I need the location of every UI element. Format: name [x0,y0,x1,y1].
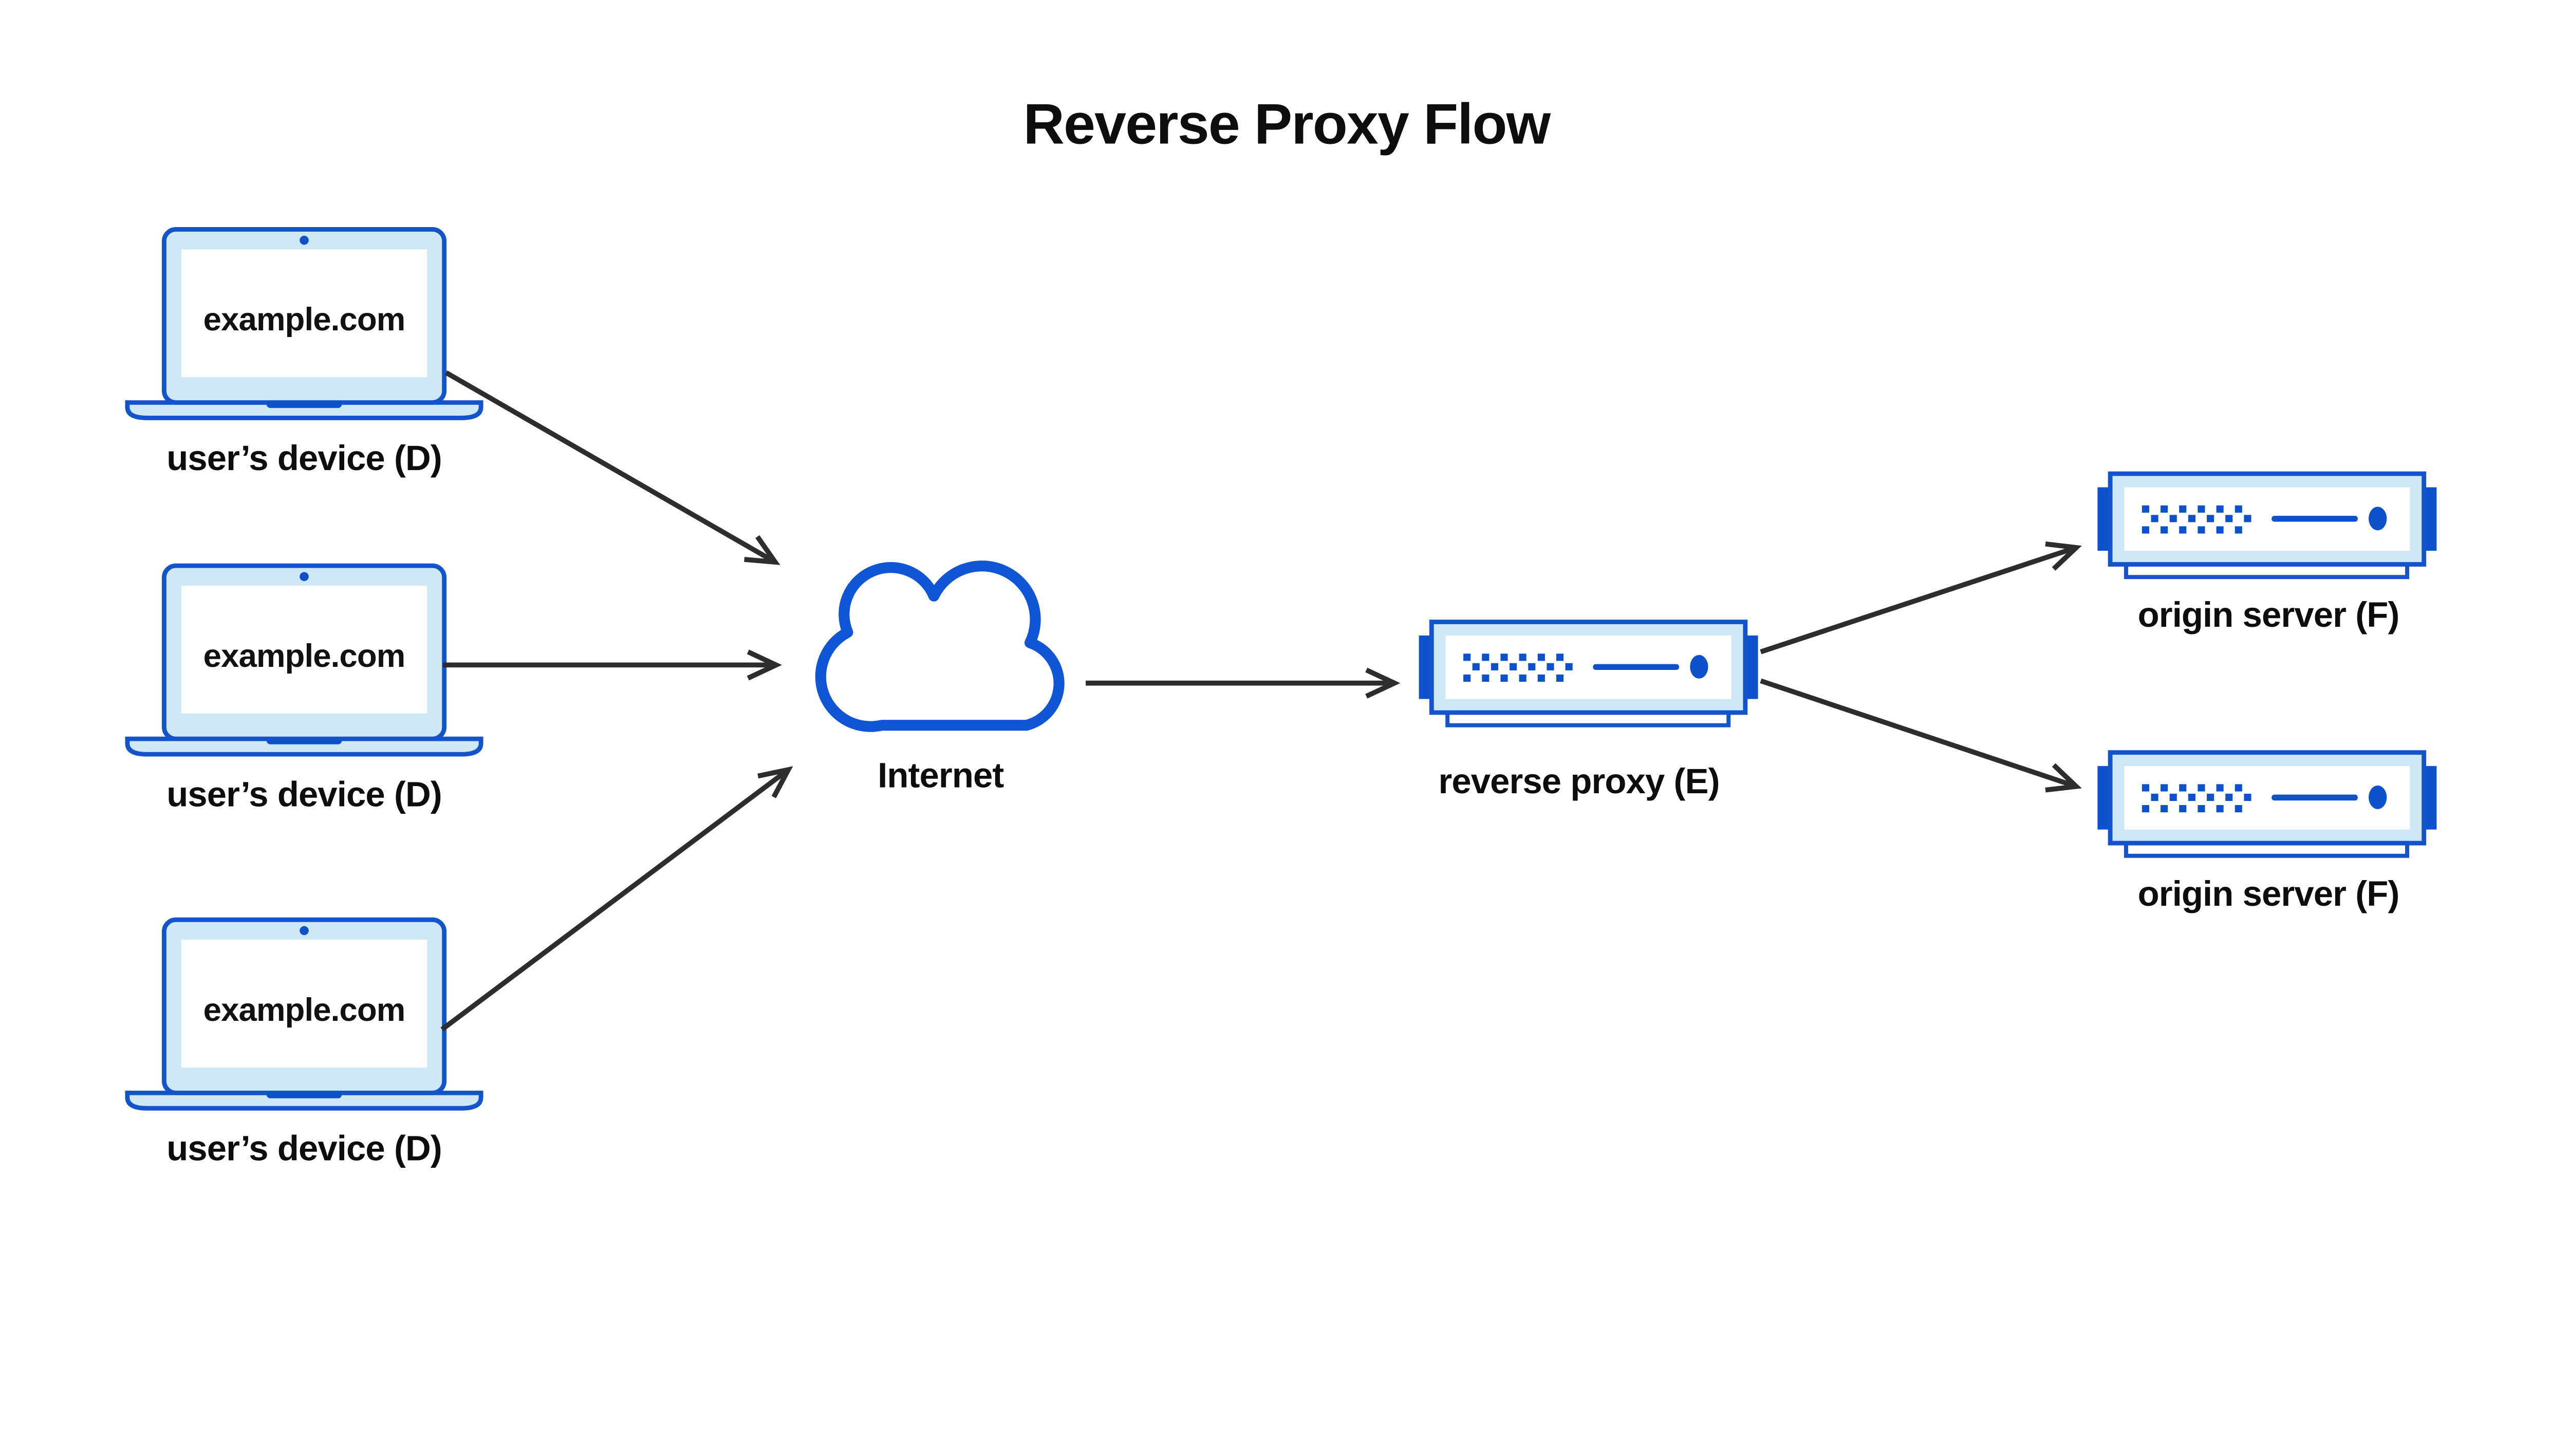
device-label: user’s device (D) [166,775,442,814]
device-label: user’s device (D) [166,1129,442,1168]
server-icon [1419,622,1758,725]
device-screen-url: example.com [203,638,405,674]
reverse-proxy-label: reverse proxy (E) [1438,761,1719,801]
device-label: user’s device (D) [166,438,442,478]
user-device-node-2: example.com user’s device (D) [127,566,481,814]
arrow-line [440,768,790,1032]
flow-arrow-internet-proxy [1086,670,1394,696]
origin-server-node-2: origin server (F) [2097,753,2436,913]
origin-server-label: origin server (F) [2138,595,2399,634]
flow-arrow-proxy-origin1 [1760,535,2080,655]
server-icon [2097,753,2436,856]
user-device-node-1: example.com user’s device (D) [127,229,481,478]
device-screen-url: example.com [203,301,405,338]
device-screen-url: example.com [203,992,405,1028]
flow-arrow-device1-internet [444,370,781,573]
arrow-line [1760,678,2077,789]
origin-server-node-1: origin server (F) [2097,474,2436,634]
flow-arrow-device2-internet [443,652,776,678]
reverse-proxy-flow-diagram: Reverse Proxy Flow example.com user’s de… [125,91,2439,1168]
user-device-node-3: example.com user’s device (D) [127,920,481,1168]
arrow-line [444,370,777,565]
diagram-title: Reverse Proxy Flow [1023,92,1551,156]
origin-server-label: origin server (F) [2138,874,2399,913]
arrow-line [1760,545,2077,655]
cloud-icon [815,561,1065,732]
server-icon [2097,474,2436,577]
internet-node: Internet [815,561,1065,795]
internet-label: Internet [878,756,1004,795]
flow-arrow-device3-internet [440,759,796,1032]
reverse-proxy-node: reverse proxy (E) [1419,622,1758,801]
diagram-canvas: Reverse Proxy Flow example.com user’s de… [125,91,2439,1168]
flow-arrow-proxy-origin2 [1760,678,2080,799]
